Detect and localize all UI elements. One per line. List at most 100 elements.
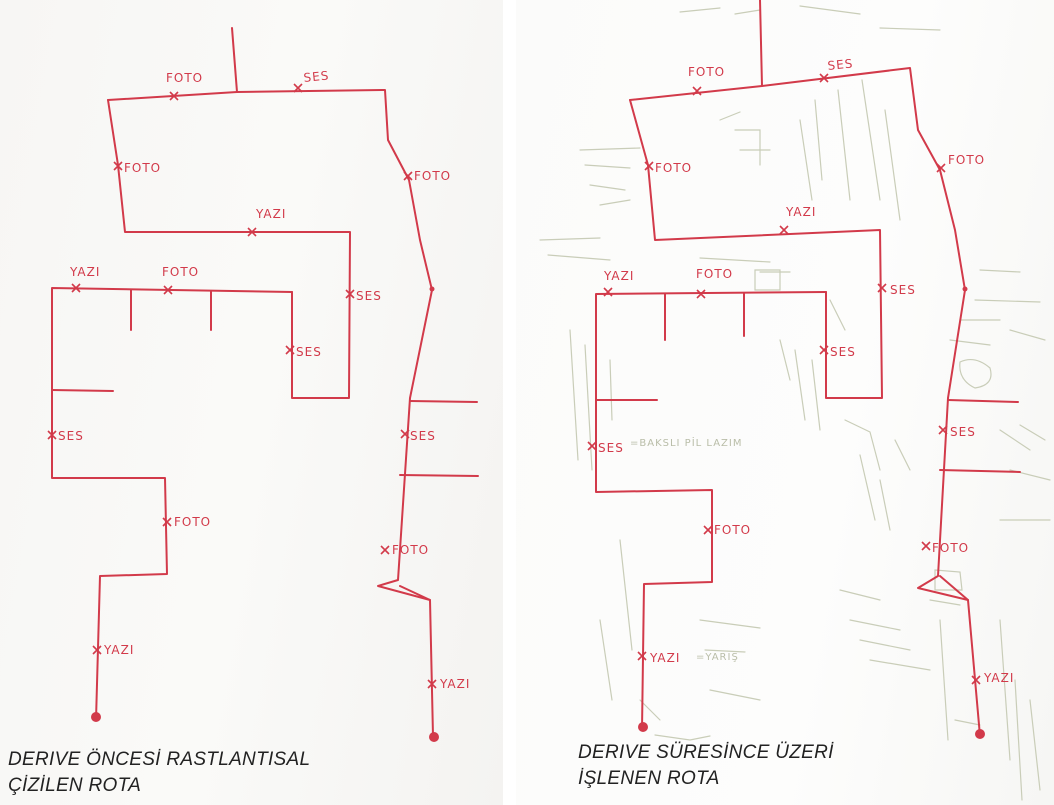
x-mark (47, 430, 57, 440)
label-yazi-note: =YARIŞ (696, 652, 739, 663)
right-route-stubs (595, 292, 745, 401)
divider (503, 0, 516, 805)
x-mark (938, 425, 948, 435)
right-route-start-dot (638, 722, 648, 732)
scribble (599, 539, 761, 701)
right-route-end-dot (975, 729, 985, 739)
x-mark (637, 651, 647, 661)
label-yazi: YAZI (649, 651, 680, 665)
left-route-start-dot (91, 712, 101, 722)
left-route-end-dot (429, 732, 439, 742)
x-mark (877, 283, 887, 293)
scribble (679, 5, 941, 31)
right-caption: DERIVE SÜRESİNCE ÜZERİ İŞLENEN ROTA (578, 740, 834, 792)
scribble (844, 419, 911, 531)
label-ses: SES (58, 429, 84, 443)
left-caption: DERIVE ÖNCESİ RASTLANTISAL ÇİZİLEN ROTA (8, 747, 310, 799)
left-route-right-descent (377, 289, 434, 737)
left-route-right-stubs (399, 400, 479, 601)
label-ses: SES (410, 429, 436, 443)
left-sheet (0, 0, 503, 805)
x-mark (113, 161, 123, 171)
x-mark (587, 441, 597, 451)
right-route-right-stubs (939, 399, 1021, 601)
left-caption-line2: ÇİZİLEN ROTA (8, 775, 142, 796)
x-mark (703, 525, 713, 535)
label-yazi: YAZI (255, 207, 286, 221)
left-route-marks (47, 83, 437, 689)
left-route-middle-block (51, 287, 293, 721)
x-mark (247, 227, 257, 237)
label-foto: FOTO (932, 541, 969, 555)
label-yazi: YAZI (603, 269, 634, 283)
scribble (799, 79, 901, 221)
scribble (539, 237, 791, 273)
label-ses: SES (827, 56, 854, 73)
pencil-scribbles (539, 5, 1051, 801)
right-route-right-descent (917, 289, 981, 737)
label-ses: SES (950, 425, 976, 439)
scribble (779, 299, 846, 431)
x-mark (163, 285, 173, 295)
label-foto: FOTO (392, 543, 429, 557)
label-yazi: YAZI (785, 205, 816, 219)
label-ses: SES (890, 283, 916, 297)
x-mark (285, 345, 295, 355)
label-ses: SES (303, 68, 330, 85)
label-foto: FOTO (174, 515, 211, 529)
label-foto: FOTO (162, 265, 199, 279)
right-route-marks (587, 73, 981, 685)
x-mark (971, 675, 981, 685)
x-mark (644, 161, 654, 171)
scribble (839, 589, 931, 671)
scribble (999, 424, 1051, 521)
label-foto: FOTO (414, 169, 451, 183)
left-route-top-stub (231, 27, 238, 93)
x-mark (603, 287, 613, 297)
label-foto: FOTO (714, 523, 751, 537)
x-mark (779, 225, 789, 235)
label-foto: FOTO (124, 161, 161, 175)
left-caption-line1: DERIVE ÖNCESİ RASTLANTISAL (8, 749, 311, 770)
label-ses: SES (356, 289, 382, 303)
label-ses: SES (830, 345, 856, 359)
label-ses-note: =BAKSLI PİL LAZIM (630, 436, 742, 449)
left-route-upper-loop (107, 89, 433, 291)
x-mark (921, 541, 931, 551)
right-caption-line1: DERIVE SÜRESİNCE ÜZERİ (578, 742, 834, 763)
label-yazi: YAZI (983, 671, 1014, 685)
right-sheet (516, 0, 1054, 805)
right-route-labels: FOTO SES FOTO FOTO YAZI YAZI FOTO SES SE… (598, 56, 1014, 685)
x-mark (380, 545, 390, 555)
right-route-junction-dot (962, 286, 968, 292)
label-ses: SES (598, 441, 624, 455)
x-mark (692, 86, 702, 96)
scribble (639, 699, 711, 741)
x-mark (936, 163, 946, 173)
scribble (569, 329, 613, 471)
label-yazi: YAZI (439, 677, 470, 691)
x-mark (400, 429, 410, 439)
scribble (949, 269, 1046, 346)
left-route-junction-dot (429, 286, 435, 292)
label-foto: FOTO (166, 71, 203, 85)
left-route-stubs (51, 289, 212, 392)
x-mark (819, 73, 829, 83)
scribble (754, 269, 781, 291)
label-foto: FOTO (696, 267, 733, 281)
x-mark (293, 83, 303, 93)
scribble (939, 619, 1041, 801)
label-ses: SES (296, 345, 322, 359)
x-mark (403, 171, 413, 181)
label-foto: FOTO (688, 65, 725, 79)
label-foto: FOTO (655, 161, 692, 175)
x-mark (71, 283, 81, 293)
x-mark (92, 645, 102, 655)
right-route-top-stub (759, 0, 763, 87)
scribble (579, 147, 641, 206)
left-route (51, 27, 479, 742)
right-caption-line2: İŞLENEN ROTA (578, 768, 720, 789)
label-yazi: YAZI (103, 643, 134, 657)
right-route-middle-block (595, 291, 827, 731)
